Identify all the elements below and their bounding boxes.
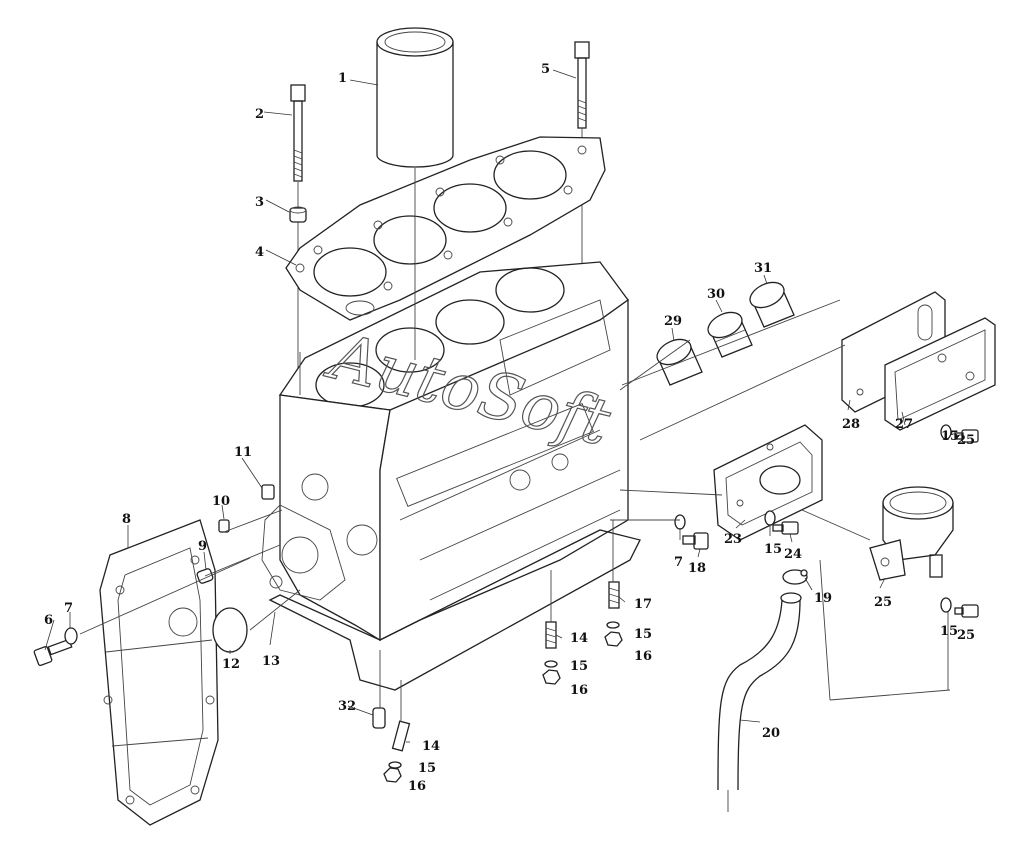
callout-4: 4 — [255, 245, 264, 260]
nut-16-bottom — [383, 767, 402, 783]
head-gasket — [285, 136, 606, 321]
callout-3: 3 — [255, 195, 264, 210]
callout-14-bottom: 14 — [422, 739, 440, 754]
callout-32: 32 — [338, 699, 356, 714]
leader-lines — [44, 69, 906, 743]
head-bolt-left — [290, 84, 306, 182]
callout-23: 23 — [724, 532, 742, 547]
callout-18: 18 — [688, 561, 706, 576]
washer-15-mid — [764, 510, 776, 526]
callout-24: 24 — [784, 547, 802, 562]
callout-26-upper: 25 — [957, 433, 975, 448]
nut-16-center — [542, 669, 561, 685]
callout-15-upper: 15 — [941, 429, 959, 444]
callout-16-right: 16 — [634, 649, 652, 664]
callout-14-center: 14 — [570, 631, 588, 646]
washer-7-left — [64, 627, 78, 645]
callout-15-bottom: 15 — [418, 761, 436, 776]
breather-hose-20 — [717, 592, 802, 791]
callout-7-left: 7 — [64, 601, 73, 616]
callout-27: 27 — [895, 417, 913, 432]
hose-clamp-19 — [782, 569, 808, 585]
plug-11 — [261, 484, 275, 500]
washer-7-right — [674, 514, 686, 530]
oil-pan-gasket — [268, 529, 641, 691]
side-cover-27 — [884, 317, 996, 431]
stud-14-center — [545, 621, 557, 649]
callout-31: 31 — [754, 261, 772, 276]
nut-16-right — [604, 631, 623, 647]
head-bolt-right — [574, 41, 590, 129]
callout-12: 12 — [222, 657, 240, 672]
oil-filler-cover-23 — [713, 424, 823, 541]
dowel-32 — [372, 707, 386, 729]
callout-2: 2 — [255, 107, 264, 122]
callout-29: 29 — [664, 314, 682, 329]
callout-6: 6 — [44, 613, 53, 628]
cylinder-block — [261, 261, 629, 642]
bolt-6 — [33, 638, 73, 666]
callout-25-breather: 25 — [874, 595, 892, 610]
callout-5: 5 — [541, 62, 550, 77]
callout-10: 10 — [212, 494, 230, 509]
callout-7-right: 7 — [674, 555, 683, 570]
callout-13: 13 — [262, 654, 280, 669]
washer-15-center — [544, 660, 558, 668]
callout-8: 8 — [122, 512, 131, 527]
bolt-18 — [682, 532, 709, 550]
callout-30: 30 — [707, 287, 725, 302]
callout-28: 28 — [842, 417, 860, 432]
callout-16-center: 16 — [570, 683, 588, 698]
callout-11: 11 — [234, 445, 252, 460]
bolt-26-upper — [954, 429, 979, 443]
bolt-26-lower — [954, 604, 979, 618]
oil-seal — [212, 607, 248, 653]
callout-15-lower: 15 — [940, 624, 958, 639]
callout-9: 9 — [198, 539, 207, 554]
washer-15-upper — [940, 424, 952, 440]
callout-labels: 1 2 3 4 5 6 7 7 8 9 10 11 12 13 14 14 15… — [44, 62, 975, 794]
callout-19: 19 — [814, 591, 832, 606]
breather-25 — [869, 486, 954, 581]
callout-16-bottom: 16 — [408, 779, 426, 794]
callout-1: 1 — [338, 71, 347, 86]
washer-15-right — [606, 621, 620, 629]
cylinder-liner — [376, 27, 454, 168]
washer — [289, 206, 307, 223]
stud-17 — [608, 581, 620, 609]
callout-26-lower: 25 — [957, 628, 975, 643]
callout-17: 17 — [634, 597, 652, 612]
bearing-30 — [707, 311, 753, 358]
front-cover-gasket — [99, 519, 219, 826]
bolt-24 — [772, 521, 799, 535]
callout-20: 20 — [762, 726, 780, 741]
stud-14-bottom — [391, 720, 411, 752]
callout-15-mid: 15 — [764, 542, 782, 557]
washer-15-lower — [940, 597, 952, 613]
bearing-29 — [656, 338, 703, 386]
callout-15-right: 15 — [634, 627, 652, 642]
bearing-31 — [749, 281, 795, 328]
assembly-lines — [79, 168, 951, 812]
washer-15-bottom — [388, 761, 402, 769]
callout-15-center: 15 — [570, 659, 588, 674]
